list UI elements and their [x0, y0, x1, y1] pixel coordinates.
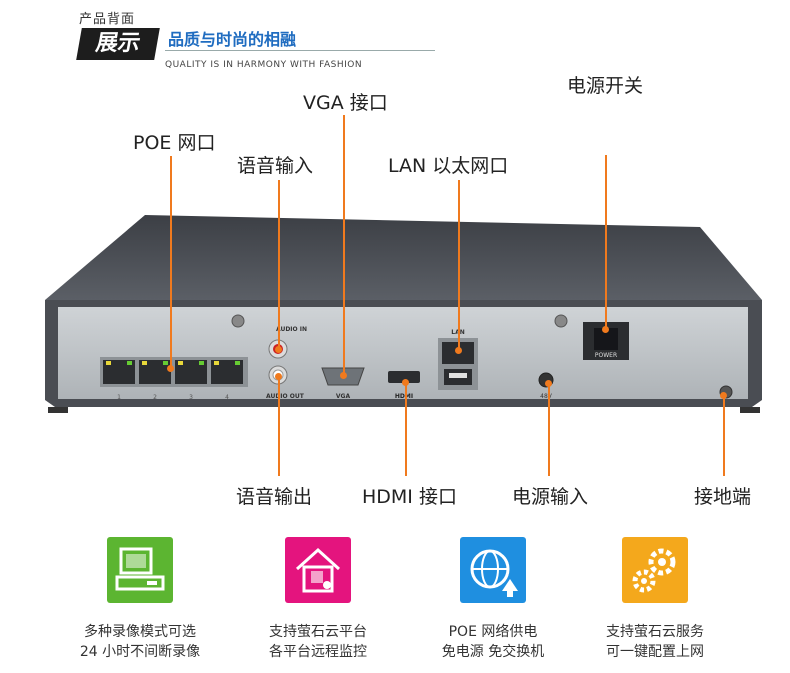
header-divider — [165, 50, 435, 51]
remote-home-icon — [285, 537, 351, 603]
audio-out-text: AUDIO OUT — [266, 393, 305, 400]
leader-dot — [275, 373, 282, 380]
chassis-top — [45, 215, 762, 300]
screw-icon — [231, 314, 245, 328]
feature-line: 多种录像模式可选 — [84, 624, 196, 640]
leader-dot — [167, 365, 174, 372]
computer-icon — [107, 537, 173, 603]
dc-text: 48V — [540, 393, 553, 400]
leader-line-audio-in — [278, 180, 280, 350]
label-ground: 接地端 — [694, 486, 752, 508]
leader-dot — [455, 347, 462, 354]
gears-icon — [622, 537, 688, 603]
hdmi-port-icon — [388, 371, 420, 383]
label-lan: LAN 以太网口 — [388, 155, 509, 177]
port-number: 2 — [153, 394, 157, 401]
hdmi-text: HDMI — [395, 393, 413, 400]
leader-line-poe — [170, 156, 172, 368]
feature-text: 支持萤石云服务 可一键配置上网 — [560, 622, 750, 662]
label-power-in: 电源输入 — [512, 486, 589, 508]
leader-dot — [402, 379, 409, 386]
feature-line: POE 网络供电 — [448, 624, 538, 640]
leader-line-vga — [343, 115, 345, 377]
poe-ports — [100, 357, 248, 387]
leader-line-power-switch — [605, 155, 607, 330]
feature-line: 支持萤石云平台 — [269, 624, 367, 640]
feature-line: 免电源 免交换机 — [441, 644, 545, 660]
feature-text: 支持萤石云平台 各平台远程监控 — [223, 622, 413, 662]
vga-text: VGA — [336, 393, 351, 400]
leader-line-lan — [458, 180, 460, 350]
header-subtitle: 品质与时尚的相融 — [168, 30, 297, 49]
header-top-text: 产品背面 — [79, 12, 136, 27]
audio-in-text: AUDIO IN — [276, 326, 307, 333]
label-audio-in: 语音输入 — [237, 155, 314, 177]
screw-icon — [554, 314, 568, 328]
feature-line: 可一键配置上网 — [606, 644, 704, 660]
leader-line-power-in — [548, 383, 550, 476]
port-number: 1 — [117, 394, 121, 401]
power-text: POWER — [595, 352, 617, 359]
power-switch-icon — [594, 328, 618, 350]
foot-left — [48, 407, 68, 413]
feature-text: POE 网络供电 免电源 免交换机 — [398, 622, 588, 662]
leader-dot — [545, 380, 552, 387]
leader-dot — [720, 392, 727, 399]
leader-dot — [340, 372, 347, 379]
leader-dot — [602, 326, 609, 333]
leader-line-hdmi — [405, 382, 407, 476]
port-number: 3 — [189, 394, 193, 401]
leader-line-audio-out — [278, 376, 280, 476]
header-badge: 展示 — [76, 28, 160, 60]
feature-line: 24 小时不间断录像 — [79, 644, 201, 660]
label-vga: VGA 接口 — [303, 92, 388, 114]
feature-text: 多种录像模式可选 24 小时不间断录像 — [45, 622, 235, 662]
label-poe: POE 网口 — [133, 132, 216, 154]
header-english: QUALITY IS IN HARMONY WITH FASHION — [165, 60, 363, 70]
label-hdmi: HDMI 接口 — [362, 486, 457, 508]
foot-right — [740, 407, 760, 413]
feature-line: 各平台远程监控 — [269, 644, 367, 660]
port-number: 4 — [225, 394, 229, 401]
feature-line: 支持萤石云服务 — [606, 624, 704, 640]
network-globe-icon — [460, 537, 526, 603]
label-audio-out: 语音输出 — [236, 486, 313, 508]
label-power-switch: 电源开关 — [567, 75, 644, 97]
leader-line-ground — [723, 395, 725, 476]
leader-dot — [275, 346, 282, 353]
